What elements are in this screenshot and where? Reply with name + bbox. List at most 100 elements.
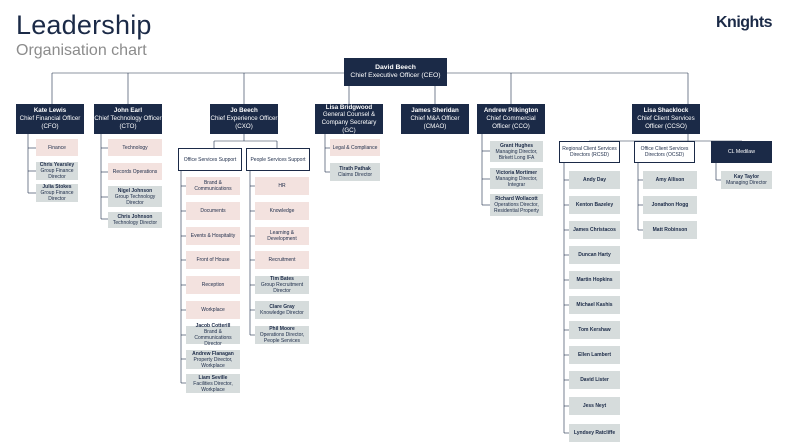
- cfo-box: Kate Lewis Chief Financial Officer (CFO): [16, 104, 84, 134]
- gc-role: General Counsel & Company Secretary (GC): [321, 111, 377, 134]
- person-name: David Lister: [580, 377, 609, 383]
- rcsd-person-box: David Lister: [569, 371, 620, 389]
- person-name: James Christacos: [573, 227, 616, 233]
- ceo-role: Chief Executive Officer (CEO): [350, 72, 441, 79]
- ocsd-person-box: Jonathon Hogg: [643, 196, 697, 214]
- person-name: Victoria Mortimer: [495, 169, 538, 176]
- office-function-box: Workplace: [186, 301, 240, 319]
- person-role: Operations Director, People Services: [259, 332, 305, 344]
- ocsd-person-box: Amy Allison: [643, 171, 697, 189]
- person-role: Claims Director: [337, 172, 373, 178]
- person-role: Group Recruitment Director: [260, 282, 304, 294]
- person-name: Tim Bates: [270, 276, 294, 282]
- cto-name: John Earl: [113, 107, 143, 115]
- office-function-box: Brand & Communications: [186, 177, 240, 195]
- person-name: Kay Taylor: [733, 174, 760, 180]
- cco-role: Chief Commercial Officer (CCO): [486, 115, 536, 130]
- person-name: Amy Allison: [655, 177, 685, 183]
- function-label: Reception: [201, 282, 225, 288]
- person-role: Managing Director, Integrar: [495, 175, 538, 188]
- finance-box: Finance: [36, 139, 78, 156]
- office-services-support-box: Office Services Support: [178, 148, 242, 171]
- cmao-role: Chief M&A Officer (CMAO): [410, 115, 460, 130]
- people-services-support-box: People Services Support: [246, 148, 310, 171]
- ccso-box: Lisa Shacklock Chief Client Services Off…: [632, 104, 700, 134]
- technology-box: Technology: [108, 139, 162, 156]
- rcsd-person-box: Martin Hopkins: [569, 271, 620, 289]
- rcsd-box: Regional Client Services Directors (RCSD…: [559, 141, 620, 163]
- ceo-name: David Beech: [375, 63, 416, 71]
- ocsd-box: Office Client Services Directors (OCSD): [634, 141, 695, 163]
- person-name: Duncan Harty: [578, 252, 611, 258]
- medilaw-person-box: Kay Taylor Managing Director: [721, 171, 772, 189]
- cco-name: Andrew Pilkington: [483, 107, 539, 115]
- cto-person-box: Nigel Johnson Group Technology Director: [108, 186, 162, 207]
- page-subtitle: Organisation chart: [16, 42, 147, 59]
- ccso-role: Chief Client Services Officer (CCSO): [637, 115, 695, 130]
- person-role: Managing Director, Birkett Long IFA: [495, 148, 538, 161]
- person-name: Tom Kershaw: [578, 327, 611, 333]
- people-function-box: Knowledge: [255, 202, 309, 220]
- people-person-box: Tim Bates Group Recruitment Director: [255, 276, 309, 294]
- people-function-box: Recruitment: [255, 251, 309, 269]
- person-role: Operations Director, Residential Propert…: [493, 202, 540, 214]
- rcsd-label: Regional Client Services Directors (RCSD…: [562, 146, 617, 158]
- rcsd-person-box: James Christacos: [569, 221, 620, 239]
- function-label: Brand & Communications: [194, 180, 232, 192]
- person-name: Andy Day: [582, 177, 607, 183]
- cxo-box: Jo Beech Chief Experience Officer (CXO): [210, 104, 278, 134]
- function-label: Documents: [200, 208, 226, 214]
- person-role: Managing Director: [726, 180, 767, 186]
- person-name: Liam Seville: [198, 374, 228, 381]
- cfo-person-box: Julia Stokes Group Finance Director: [36, 184, 78, 202]
- cxo-role: Chief Experience Officer (CXO): [210, 115, 278, 130]
- gc-name: Lisa Bridgwood: [325, 103, 373, 111]
- function-label: Workplace: [201, 307, 225, 313]
- rcsd-person-box: Ellen Lambert: [569, 346, 620, 364]
- cco-box: Andrew Pilkington Chief Commercial Offic…: [477, 104, 545, 134]
- person-name: Andrew Flanagan: [192, 350, 234, 357]
- office-function-box: Documents: [186, 202, 240, 220]
- people-services-support-label: People Services Support: [250, 156, 306, 163]
- function-label: Recruitment: [268, 257, 296, 263]
- cto-person-box: Chris Johnson Technology Director: [108, 212, 162, 228]
- ocsd-label: Office Client Services Directors (OCSD): [640, 146, 689, 158]
- person-name: Kenton Bazeley: [575, 202, 614, 208]
- office-function-box: Events & Hospitality: [186, 227, 240, 245]
- person-role: Facilities Director, Workplace: [193, 380, 233, 393]
- rcsd-person-box: Michael Kashis: [569, 296, 620, 314]
- cl-medilaw-label: CL Medilaw: [728, 148, 755, 155]
- person-name: Richard Wollacott: [495, 196, 538, 202]
- cmao-name: James Sheridan: [411, 107, 459, 115]
- page-title: Leadership: [16, 10, 152, 40]
- person-role: Group Technology Director: [114, 193, 156, 206]
- office-function-box: Front of House: [186, 251, 240, 269]
- records-operations-box: Records Operations: [108, 163, 162, 180]
- person-name: Tirath Pathak: [339, 166, 371, 172]
- person-role: Group Finance Director: [40, 190, 74, 202]
- cto-role: Chief Technology Officer (CTO): [94, 115, 162, 130]
- person-name: Julia Stokes: [42, 184, 72, 190]
- ceo-box: David Beech Chief Executive Officer (CEO…: [344, 58, 447, 86]
- cto-box: John Earl Chief Technology Officer (CTO): [94, 104, 162, 134]
- knights-logo: Knights: [716, 14, 773, 31]
- person-name: Michael Kashis: [576, 302, 613, 308]
- person-name: Matt Robinson: [652, 227, 688, 233]
- person-name: Lyndsey Ratcliffe: [573, 430, 616, 436]
- person-name: Jonathon Hogg: [651, 202, 689, 208]
- cfo-role: Chief Financial Officer (CFO): [19, 115, 81, 130]
- person-role: Technology Director: [112, 220, 158, 226]
- office-person-box: Liam Seville Facilities Director, Workpl…: [186, 374, 240, 393]
- person-name: Clare Gray: [269, 304, 295, 310]
- rcsd-person-box: Jess Neyt: [569, 397, 620, 415]
- rcsd-person-box: Duncan Harty: [569, 246, 620, 264]
- office-person-box: Jacob Cotterill Brand & Communications D…: [186, 323, 240, 347]
- ccso-name: Lisa Shacklock: [643, 107, 689, 115]
- person-name: Chris Yearsley: [39, 162, 75, 168]
- rcsd-person-box: Andy Day: [569, 171, 620, 189]
- people-person-box: Clare Gray Knowledge Director: [255, 301, 309, 319]
- function-label: HR: [278, 183, 286, 189]
- legal-compliance-box: Legal & Compliance: [330, 139, 380, 156]
- person-role: Brand & Communications Director: [194, 329, 232, 347]
- office-person-box: Andrew Flanagan Property Director, Workp…: [186, 350, 240, 369]
